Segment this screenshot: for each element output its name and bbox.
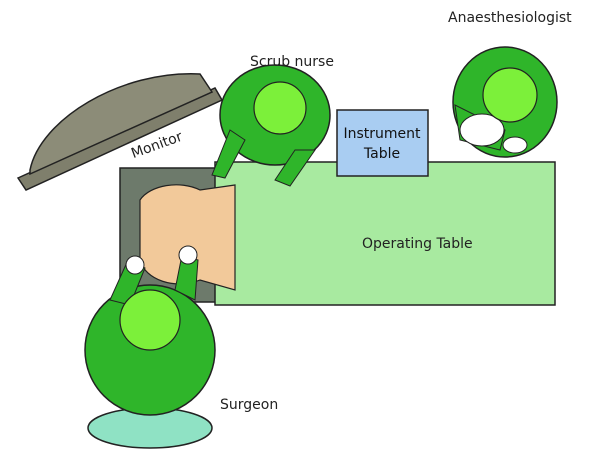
operating-table-label: Operating Table	[362, 236, 473, 252]
scrub-nurse	[211, 64, 331, 187]
anaesthesiologist-label: Anaesthesiologist	[448, 10, 572, 26]
anaesthesiologist	[452, 46, 558, 158]
patient	[139, 184, 236, 291]
surgeon	[84, 245, 216, 449]
instrument-table	[336, 109, 429, 177]
instrument-table-label-line2: Table	[363, 146, 400, 162]
scrub-nurse-label: Scrub nurse	[250, 54, 334, 70]
monitor	[16, 73, 224, 191]
operating-table	[214, 161, 556, 306]
surgeon-label: Surgeon	[220, 397, 278, 413]
instrument-table-label-line1: Instrument	[343, 126, 421, 142]
